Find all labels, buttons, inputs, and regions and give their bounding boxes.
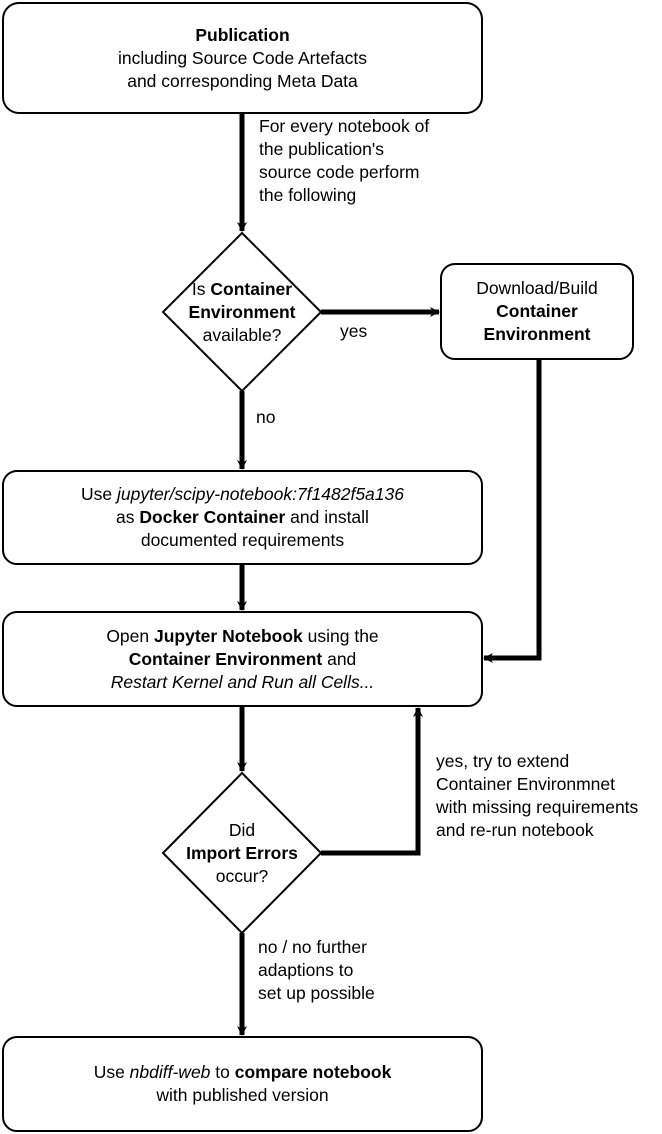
download-build-bold-1: Container [496,301,578,321]
docker-image-name: jupyter/scipy-notebook:7f1482f5a136 [116,484,404,504]
open-notebook-bold-2: Container Environment [128,648,323,669]
edge-label-yes: yes [340,321,368,341]
use-default-image-line-2-bold: Docker Container [139,507,286,527]
edge-label-yes-extend-line-2: Container Environmnet [436,774,615,794]
publication-node-text: Publication including Source Code Artefa… [3,3,482,113]
edge-label-no: no [256,407,276,427]
edge-label-for-every-line-4: the following [259,185,357,205]
compare-bold: compare notebook [234,1062,392,1082]
download-build-node-text: Download/Build Container Environment [441,264,633,359]
use-default-image-line-1: Use jupyter/scipy-notebook:7f1482f5a136 [81,483,404,506]
use-default-image-line-2-prefix: as [116,507,140,527]
container-available-node-text: Is Container Environment available? [163,233,321,391]
publication-line-2: including Source Code Artefacts [117,47,368,68]
edge-import-errors-retry [321,707,423,856]
import-errors-node-text: Did Import Errors occur? [163,773,321,933]
edge-label-no-further-line-1: no / no further [258,937,367,957]
download-build-bold-2: Environment [483,324,591,344]
edge-label-no-further-line-2: adaptions to [258,960,354,980]
compare-line-2: with published version [156,1085,329,1105]
import-errors-line-1: Did [228,819,256,840]
open-notebook-line-2: Container Environment and [129,648,357,671]
open-notebook-prefix: Open [106,625,154,646]
use-default-image-line-2: as Docker Container and install [116,506,369,529]
compare-node-text: Use nbdiff-web to compare notebook with … [3,1037,482,1131]
publication-line-3: and corresponding Meta Data [127,70,358,91]
edge-label-no-further: no / no further adaptions to set up poss… [258,936,375,1005]
open-notebook-suffix-1: using the [302,625,379,646]
publication-title: Publication [195,24,290,45]
edge-label-yes-extend-line-4: and re-run notebook [436,820,594,840]
container-available-bold-1: Container [210,278,293,299]
use-default-image-prefix: Use [81,484,117,504]
edge-label-for-every: For every notebook of the publication's … [259,115,429,207]
edge-label-no-further-line-3: set up possible [258,983,375,1003]
edge-label-yes-extend-line-3: with missing requirements [436,797,639,817]
edge-label-for-every-line-1: For every notebook of [259,116,430,136]
use-default-image-line-2-suffix: and install [285,507,369,527]
open-notebook-italic: Restart Kernel and Run all Cells... [110,671,375,692]
compare-tool-name: nbdiff-web [129,1062,211,1082]
container-available-suffix: available? [202,324,282,345]
edge-label-for-every-line-3: source code perform [259,162,420,182]
compare-box [2,1036,483,1132]
open-notebook-line-1: Open Jupyter Notebook using the [106,625,378,648]
open-notebook-node-text: Open Jupyter Notebook using the Containe… [3,612,482,706]
import-errors-bold: Import Errors [186,842,298,863]
compare-prefix: Use [93,1062,130,1082]
edge-label-yes-extend: yes, try to extend Container Environmnet… [436,750,638,842]
import-errors-line-3: occur? [215,865,269,886]
container-available-prefix: Is [191,278,211,299]
compare-mid: to [210,1062,235,1082]
open-notebook-bold-1: Jupyter Notebook [154,625,303,646]
use-default-image-line-3: documented requirements [140,530,345,550]
use-default-image-node-text: Use jupyter/scipy-notebook:7f1482f5a136 … [3,471,482,564]
container-available-line-1: Is Container [192,278,292,301]
edge-label-for-every-line-2: the publication's [259,139,384,159]
open-notebook-suffix-2: and [322,648,357,669]
edge-download-to-open [483,359,542,663]
compare-line-1: Use nbdiff-web to compare notebook [94,1061,392,1084]
edge-label-yes-extend-line-1: yes, try to extend [436,751,570,771]
container-available-bold-2: Environment [188,301,296,322]
download-build-line-1: Download/Build [476,278,598,298]
